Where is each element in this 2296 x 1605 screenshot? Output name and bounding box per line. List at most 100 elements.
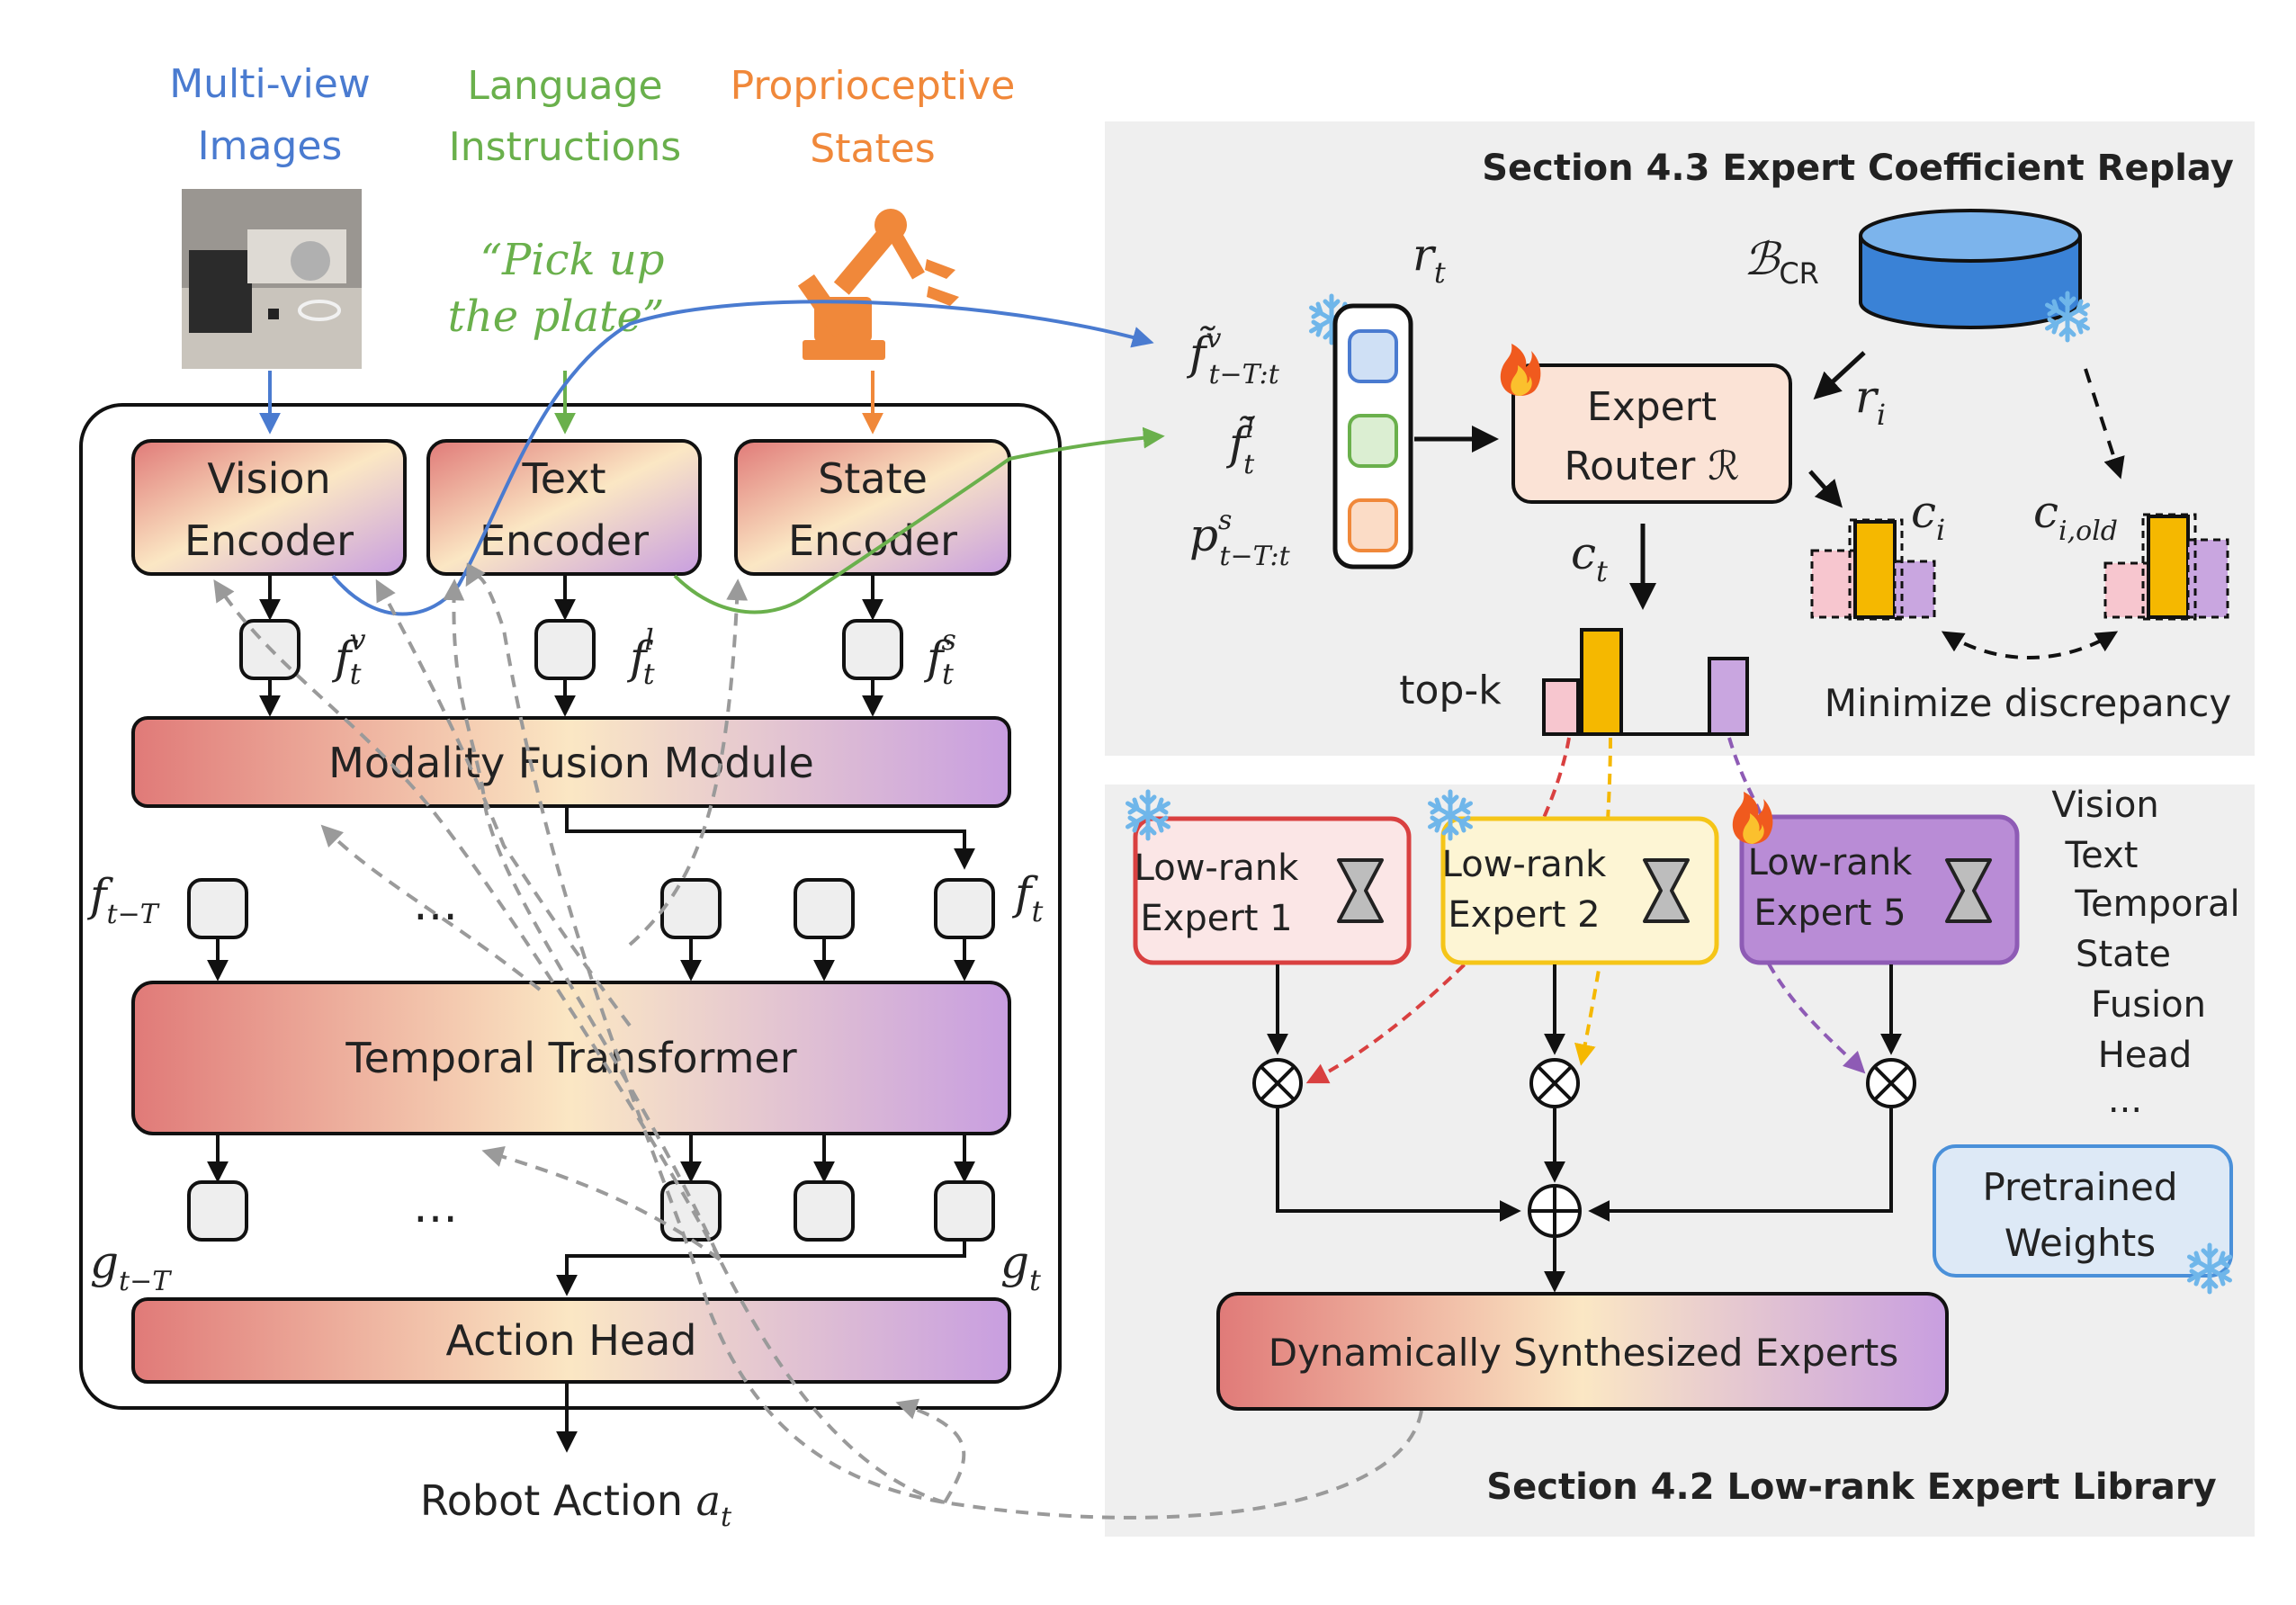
state-encoder-line2: Encoder (788, 516, 957, 565)
text-encoder-line1: Text (521, 454, 605, 503)
topk-bar-5 (1708, 657, 1749, 736)
expert-injection-arrows (213, 562, 1423, 1520)
label-ct: ct (1571, 527, 1608, 588)
multiply-op-1 (1252, 1058, 1303, 1108)
expert-type-list: Vision Text Temporal State Fusion Head .… (2051, 785, 2239, 1121)
synthesized-label: Dynamically Synthesized Experts (1269, 1331, 1899, 1375)
robot-action-label: Robot Action at (420, 1476, 732, 1533)
token-f-t-minus-T (187, 878, 248, 939)
instruction-line1: “Pick up (480, 235, 664, 285)
label-ri: ri (1855, 371, 1886, 432)
low-rank-expert-1: Low-rank Expert 1 (1133, 816, 1412, 965)
expert-type-2: Temporal (2074, 883, 2239, 925)
pretrained-line1: Pretrained (1982, 1165, 2177, 1209)
label-g-t-minus-T: gt−T (90, 1236, 172, 1297)
pretrained-line2: Weights (2005, 1221, 2156, 1265)
topk-bar-1 (1542, 678, 1580, 736)
token-ft (934, 878, 995, 939)
label-ci-old: ci,old (2033, 486, 2118, 547)
temporal-transformer (131, 981, 1011, 1135)
expert-type-1: Text (2065, 835, 2139, 876)
token-g-a (660, 1180, 722, 1242)
token-fl (534, 619, 596, 680)
token-fs (842, 619, 903, 680)
robot-arm-icon (797, 209, 959, 360)
ci-old-bars (2103, 513, 2229, 621)
expert-type-3: State (2076, 934, 2171, 975)
state-encoder: State Encoder (734, 439, 1011, 576)
state-encoder-line1: State (818, 454, 928, 503)
vision-encoder-line1: Vision (207, 454, 330, 503)
text-to-router-curve (673, 426, 1165, 614)
instruction-line2: the plate” (448, 291, 665, 342)
label-f-t-minus-T: ft−T (86, 869, 160, 930)
expert-type-0: Vision (2051, 785, 2158, 826)
token-seq-b (794, 878, 855, 939)
low-rank-expert-5: Low-rank Expert 5 (1739, 814, 2020, 965)
discrepancy-arrow (1941, 631, 2119, 659)
proprio-label-line1: Proprioceptive (731, 63, 1016, 109)
label-rt: rt (1413, 229, 1446, 290)
action-head-label: Action Head (446, 1316, 697, 1365)
expert-type-5: Head (2098, 1035, 2193, 1076)
synthesized-experts (1216, 1292, 1949, 1411)
minimize-label: Minimize discrepancy (1825, 681, 2231, 725)
vision-to-router-curve (331, 300, 1154, 616)
proprio-label-line2: States (810, 126, 935, 172)
expert-router (1511, 363, 1792, 504)
expert-type-6: ... (2108, 1080, 2142, 1121)
multiview-label-line2: Images (198, 123, 343, 169)
expert2-line1: Low-rank (1442, 844, 1608, 885)
expert1-line1: Low-rank (1135, 847, 1300, 889)
fusion-label: Modality Fusion Module (328, 739, 814, 787)
policy-container (79, 403, 1062, 1410)
expert5-line1: Low-rank (1748, 842, 1914, 883)
language-label-line1: Language (467, 63, 662, 109)
section-4-2-title: Section 4.2 Low-rank Expert Library (1486, 1466, 2216, 1508)
multiply-op-2 (1529, 1058, 1580, 1108)
action-head (131, 1297, 1011, 1384)
language-label-line2: Instructions (449, 124, 681, 170)
expert5-line2: Expert 5 (1753, 892, 1906, 934)
modality-fusion-module (131, 716, 1011, 808)
vision-encoder: Vision Encoder (131, 439, 407, 576)
label-buffer: ℬCR (1744, 233, 1819, 291)
label-ft: ft (1011, 867, 1044, 928)
text-encoder: Text Encoder (426, 439, 702, 576)
input-slot-state (1348, 498, 1398, 552)
section-4-3-title: Section 4.3 Expert Coefficient Replay (1482, 148, 2234, 189)
pretrained-weights: Pretrained Weights (1933, 1144, 2233, 1278)
temporal-label: Temporal Transformer (345, 1034, 796, 1082)
label-gt: gt (1000, 1236, 1041, 1297)
ci-bars (1810, 518, 1936, 621)
topk-bar-2 (1580, 628, 1623, 736)
router-label-line1: Expert (1587, 384, 1717, 430)
multiview-image (182, 189, 362, 369)
dots-row1: … (413, 878, 458, 930)
token-g-b (794, 1180, 855, 1242)
topk-label: top-k (1399, 668, 1502, 713)
label-ci: ci (1911, 486, 1945, 547)
sum-op (1528, 1184, 1582, 1238)
low-rank-expert-2: Low-rank Expert 2 (1440, 816, 1719, 965)
token-g-t-minus-T (187, 1180, 248, 1242)
input-slot-text (1348, 414, 1398, 468)
expert-type-4: Fusion (2091, 984, 2206, 1026)
expert1-line2: Expert 1 (1140, 898, 1292, 939)
multiview-label-line1: Multi-view (169, 61, 371, 107)
expert2-line2: Expert 2 (1448, 894, 1600, 936)
dots-row2: … (413, 1180, 458, 1233)
input-slot-vision (1348, 329, 1398, 383)
database-icon (1859, 209, 2082, 329)
token-seq-a (660, 878, 722, 939)
router-label-line2: Router ℛ (1565, 444, 1740, 489)
multiply-op-5 (1866, 1058, 1916, 1108)
vision-encoder-line2: Encoder (184, 516, 354, 565)
text-encoder-line2: Encoder (480, 516, 649, 565)
